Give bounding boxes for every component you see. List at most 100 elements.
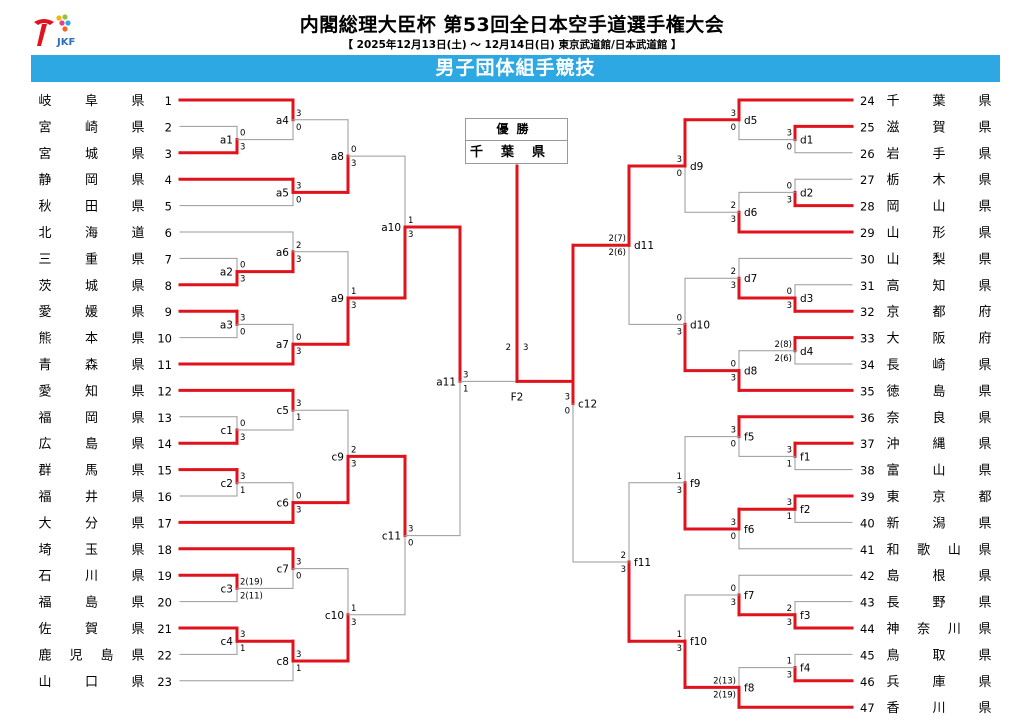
- team-name: 県: [978, 358, 991, 373]
- team-name: 北: [38, 226, 51, 241]
- team-name: 鹿: [38, 647, 51, 663]
- team-name: 長: [886, 358, 899, 373]
- team-seed: 10: [157, 332, 172, 346]
- team-seed: 21: [157, 622, 172, 636]
- team-name: 県: [978, 622, 991, 637]
- match-score: 3: [408, 230, 413, 240]
- team-name: 県: [131, 332, 144, 347]
- team-name: 鳥: [886, 648, 899, 663]
- match-label: c5: [277, 405, 289, 417]
- match-score: 3: [296, 109, 301, 119]
- team-name: 本: [85, 332, 98, 347]
- match-label: d4: [800, 346, 814, 358]
- match-score: 0: [731, 123, 736, 133]
- team-seed: 39: [860, 490, 875, 504]
- team-seed: 12: [157, 384, 172, 398]
- match-score: 3: [731, 426, 736, 436]
- team-name: 三: [38, 252, 51, 267]
- match-label: f3: [800, 610, 810, 622]
- match-score: 3: [351, 159, 356, 169]
- match-label: f1: [800, 451, 810, 463]
- match-score: 3: [240, 630, 245, 640]
- team-name: 県: [131, 279, 144, 294]
- team-name: 手: [932, 147, 945, 162]
- team-name: 賀: [932, 120, 945, 135]
- team-name: 県: [131, 464, 144, 479]
- match-label: c9: [332, 451, 344, 463]
- team-name: 井: [85, 490, 98, 505]
- match-score: 3: [351, 618, 356, 628]
- team-name: 新: [886, 515, 899, 531]
- team-seed: 47: [860, 701, 875, 715]
- match-label: a10: [381, 222, 401, 234]
- match-score: 3: [787, 618, 792, 628]
- match-score: 2: [296, 241, 301, 251]
- team-name: 県: [978, 252, 991, 267]
- final-score: 3: [523, 343, 528, 353]
- team-name: 県: [978, 701, 991, 716]
- match-label: a6: [276, 247, 289, 259]
- team-name: 川: [85, 569, 98, 584]
- team-name: 高: [886, 278, 899, 294]
- event-title: 男子団体組手競技: [435, 57, 596, 79]
- match-score: 1: [677, 630, 682, 640]
- team-name: 崎: [85, 120, 98, 135]
- team-name: 口: [85, 675, 98, 690]
- match-score: 0: [296, 333, 301, 343]
- match-score: 3: [240, 472, 245, 482]
- team-name: 梨: [932, 252, 945, 267]
- team-name: 和: [886, 543, 899, 558]
- team-seed: 41: [860, 543, 875, 557]
- team-name: 県: [131, 94, 144, 109]
- team-name: 知: [85, 383, 98, 399]
- team-name: 宮: [38, 146, 51, 162]
- match-label: c7: [277, 564, 289, 576]
- team-name: 県: [978, 543, 991, 558]
- team-name: 県: [978, 384, 991, 399]
- match-label: a4: [276, 115, 289, 127]
- match-label: a5: [276, 187, 289, 199]
- team-seed: 35: [860, 384, 875, 398]
- team-seed: 42: [860, 569, 875, 583]
- match-score: 1: [296, 664, 301, 674]
- match-score: 0: [351, 145, 356, 155]
- match-score: 3: [463, 370, 468, 380]
- match-label: f10: [690, 636, 707, 648]
- match-score: 3: [731, 109, 736, 119]
- match-score: 1: [408, 216, 413, 226]
- team-seed: 20: [157, 596, 172, 610]
- team-name: 県: [131, 516, 144, 531]
- team-name: 栃: [886, 173, 899, 188]
- match-score: 0: [731, 532, 736, 542]
- team-name: 県: [978, 173, 991, 188]
- team-name: 崎: [932, 358, 945, 373]
- team-name: 庫: [932, 675, 945, 690]
- match-label: c8: [277, 656, 289, 668]
- team-seed: 24: [860, 94, 875, 108]
- team-name: 都: [932, 305, 945, 320]
- match-label: a3: [220, 319, 233, 331]
- match-label: c12: [578, 399, 597, 411]
- match-score: 0: [240, 261, 245, 271]
- match-score: 3: [677, 327, 682, 337]
- champion-label: 優勝: [466, 119, 567, 141]
- match-score: 1: [677, 472, 682, 482]
- match-score: 3: [731, 281, 736, 291]
- match-label: d9: [690, 161, 703, 173]
- match-label: d8: [744, 366, 757, 378]
- team-name: 阜: [85, 93, 98, 109]
- team-name: 県: [131, 120, 144, 135]
- match-score: 0: [677, 169, 682, 179]
- team-name: 滋: [886, 120, 899, 135]
- team-name: 県: [978, 437, 991, 452]
- match-score: 0: [240, 327, 245, 337]
- match-label: a8: [331, 151, 344, 163]
- team-seed: 46: [860, 675, 875, 689]
- team-name: 佐: [38, 622, 51, 637]
- match-score: 0: [731, 584, 736, 594]
- team-name: 県: [131, 622, 144, 637]
- team-name: 馬: [85, 464, 98, 479]
- match-score: 1: [787, 657, 792, 667]
- team-name: 香: [886, 701, 899, 716]
- match-label: d5: [744, 115, 757, 127]
